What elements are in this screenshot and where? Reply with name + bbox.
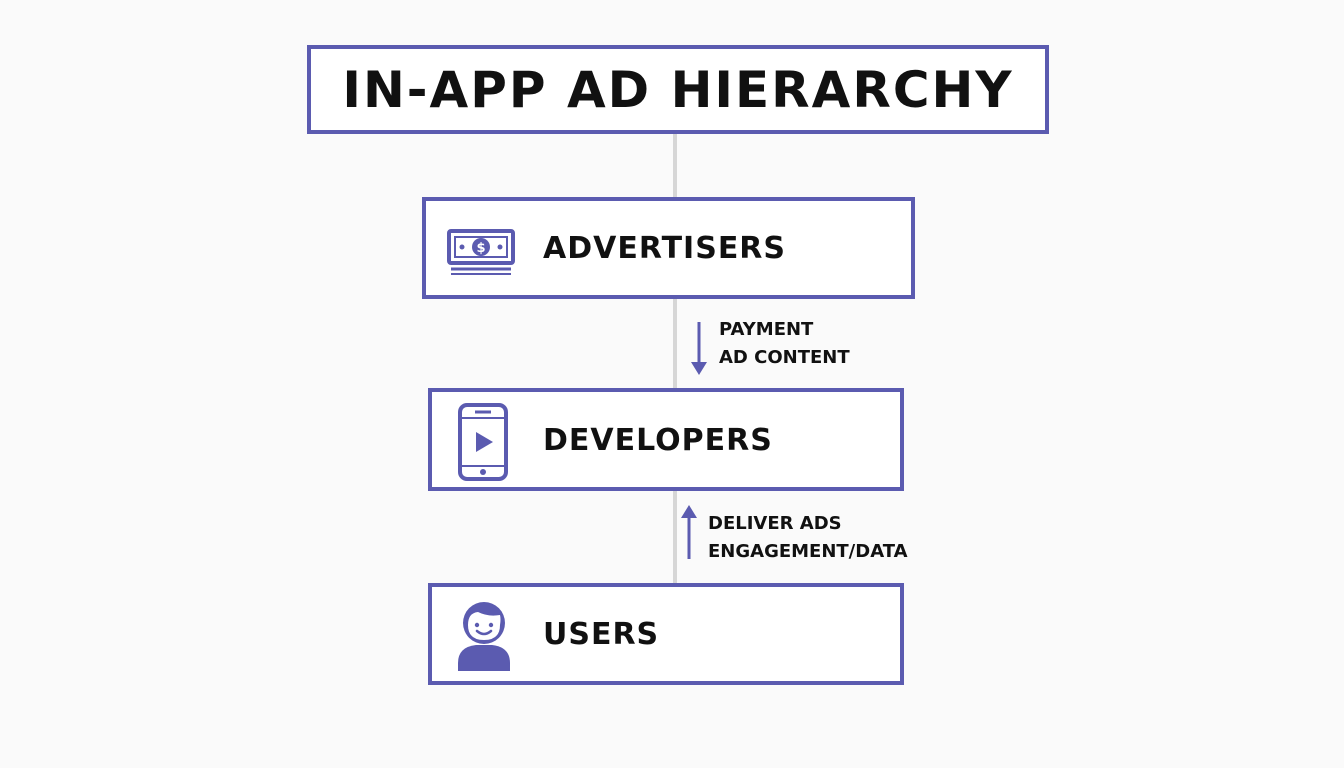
node-label-developers: DEVELOPERS [543, 423, 773, 458]
svg-text:$: $ [476, 241, 485, 256]
node-advertisers: $ ADVERTISERS [422, 197, 915, 299]
node-developers: DEVELOPERS [428, 388, 904, 491]
flow-label-deliver-ads: DELIVER ADS ENGAGEMENT/DATA [708, 510, 908, 566]
user-avatar-icon [454, 599, 514, 676]
diagram-title: IN-APP AD HIERARCHY [342, 60, 1014, 119]
node-label-users: USERS [543, 617, 660, 652]
money-bill-icon: $ [447, 229, 515, 280]
arrow-up-icon [681, 505, 697, 564]
node-users: USERS [428, 583, 904, 685]
arrow-down-icon [691, 322, 707, 381]
connector-line [673, 134, 677, 584]
flow-line-ad-content: AD CONTENT [719, 347, 850, 368]
flow-label-payment: PAYMENT AD CONTENT [719, 316, 850, 372]
node-label-advertisers: ADVERTISERS [543, 231, 787, 266]
flow-line-payment: PAYMENT [719, 319, 814, 340]
flow-line-engagement-data: ENGAGEMENT/DATA [708, 541, 908, 562]
smartphone-play-icon [457, 402, 509, 487]
flow-line-deliver-ads: DELIVER ADS [708, 513, 842, 534]
title-box: IN-APP AD HIERARCHY [307, 45, 1049, 134]
